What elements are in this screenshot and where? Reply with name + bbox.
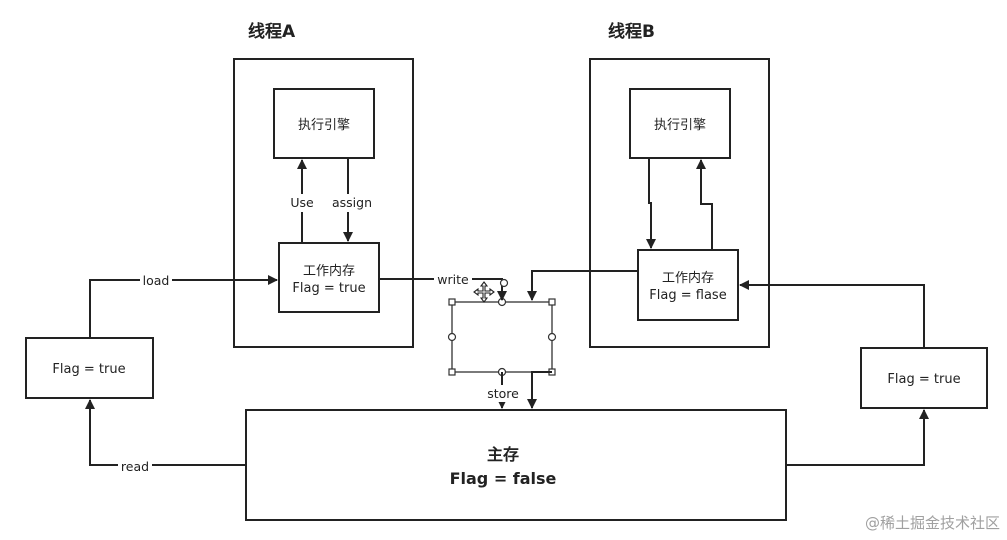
- thread-b-working-memory-flag: Flag = flase: [649, 288, 726, 303]
- main-memory-flag: Flag = false: [450, 469, 557, 488]
- main-memory-title: 主存: [487, 445, 519, 464]
- connection-point[interactable]: [499, 278, 509, 288]
- read-label: read: [121, 459, 149, 474]
- thread-a-engine-label: 执行引擎: [298, 118, 350, 133]
- store-label: store: [487, 386, 519, 401]
- right-flag-label: Flag = true: [887, 372, 960, 387]
- thread-a-working-memory-box: [278, 242, 380, 313]
- main-to-right-flag-arrow: [786, 409, 929, 466]
- watermark: @稀土掘金技术社区: [865, 514, 1000, 532]
- resize-handle[interactable]: [448, 298, 456, 306]
- connection-point[interactable]: [547, 332, 557, 342]
- right-flag-box: [860, 347, 988, 409]
- main-memory-box: [245, 409, 787, 521]
- thread-a-working-memory-flag: Flag = true: [292, 281, 365, 296]
- assign-label: assign: [332, 195, 372, 210]
- use-label: Use: [290, 195, 314, 210]
- read-arrow: [85, 399, 246, 466]
- thread-b-to-selected-arrow: [527, 270, 638, 301]
- connection-point[interactable]: [447, 332, 457, 342]
- thread-b-down-arrow: [646, 158, 656, 249]
- thread-b-working-memory-title: 工作内存: [662, 270, 714, 286]
- thread-b-engine-label: 执行引擎: [654, 118, 706, 133]
- resize-handle[interactable]: [548, 298, 556, 306]
- load-arrow: [89, 275, 278, 338]
- write-label: write: [437, 272, 469, 287]
- thread-a-working-memory-title: 工作内存: [303, 263, 355, 279]
- load-label: load: [143, 273, 170, 288]
- selected-to-main-arrow: [527, 371, 552, 409]
- selected-shape-box[interactable]: [451, 301, 553, 373]
- right-flag-to-thread-b-arrow: [739, 280, 925, 348]
- move-cursor-icon: [473, 281, 495, 303]
- left-flag-label: Flag = true: [52, 362, 125, 377]
- left-flag-box: [25, 337, 154, 399]
- resize-handle[interactable]: [448, 368, 456, 376]
- write-arrow: [379, 278, 507, 301]
- thread-b-engine-box: [629, 88, 731, 159]
- thread-a-engine-box: [273, 88, 375, 159]
- thread-b-working-memory-box: [637, 249, 739, 321]
- thread-b-up-arrow: [696, 159, 713, 250]
- thread-a-title: 线程A: [248, 21, 296, 42]
- thread-b-title: 线程B: [608, 21, 655, 42]
